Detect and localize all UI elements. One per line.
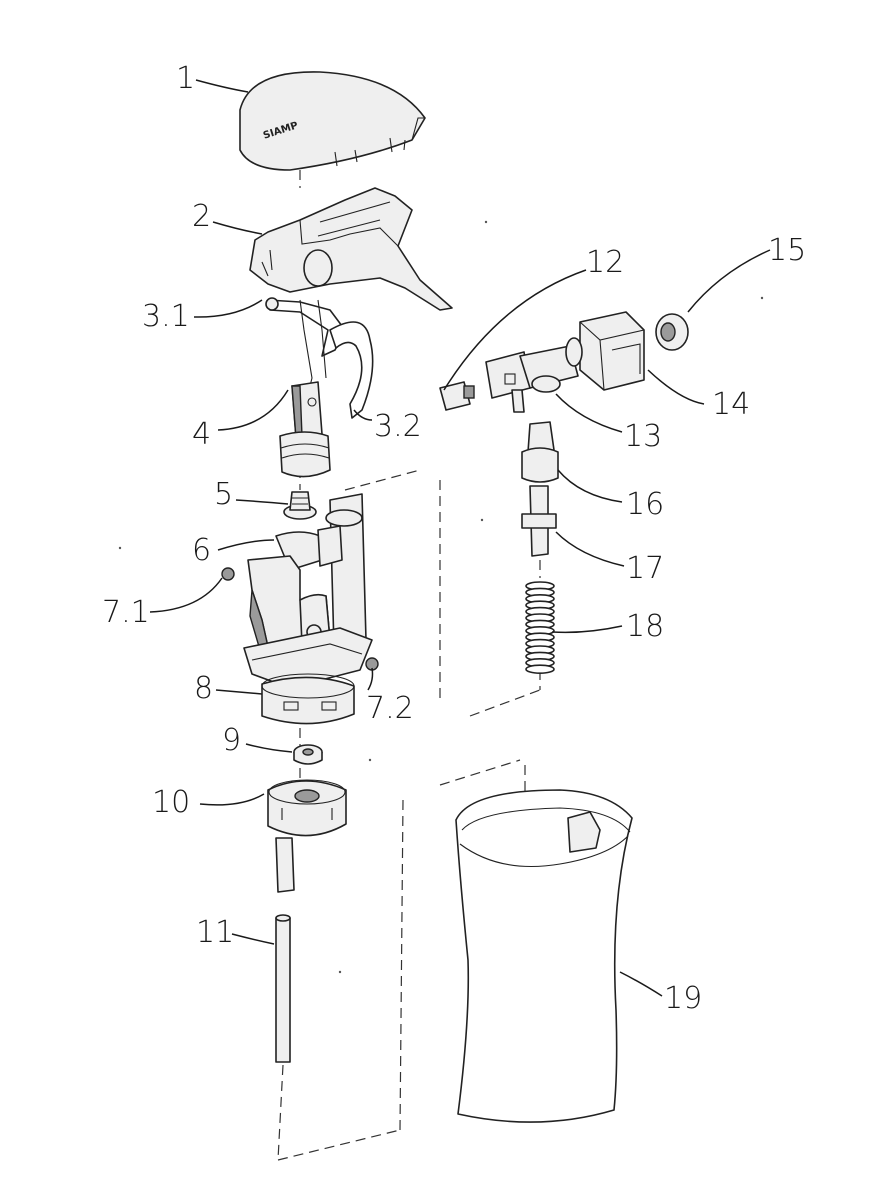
part-12-connector	[439, 381, 475, 411]
callout-label-14: 14	[712, 387, 750, 422]
callout-label-1: 1	[176, 61, 195, 96]
callout-label-2: 2	[192, 199, 211, 234]
callout-label-8: 8	[194, 671, 213, 706]
part-8-ring	[261, 673, 355, 725]
part-19-shell	[455, 789, 633, 1123]
callout-label-11: 11	[196, 915, 234, 950]
callout-label-13: 13	[624, 419, 662, 454]
part-1-cap: SIAMP	[239, 71, 426, 171]
spring-coil	[525, 664, 555, 675]
callout-label-19: 19	[664, 981, 702, 1016]
part-14-housing	[565, 311, 645, 391]
part-4-piston	[279, 381, 331, 478]
part-18-spring	[525, 581, 555, 675]
background-specks	[118, 220, 764, 974]
callout-label-9: 9	[222, 723, 241, 758]
callout-label-15: 15	[768, 233, 806, 268]
part-17-stem	[521, 485, 557, 557]
callout-label-17: 17	[626, 551, 664, 586]
callout-labels: 1 2 3.1 3.2 4 5 6 7.1 7.2 8 9 10 11 12 1…	[102, 61, 806, 1016]
part-6-7-body	[221, 493, 379, 689]
callout-label-3-1: 3.1	[142, 299, 190, 334]
part-9-washer	[293, 744, 323, 765]
callout-label-12: 12	[586, 245, 624, 280]
callout-label-18: 18	[626, 609, 664, 644]
part-5-valve	[283, 491, 317, 520]
part-16-float-valve	[521, 421, 559, 483]
callout-label-7-2: 7.2	[366, 691, 414, 726]
callout-label-6: 6	[192, 533, 211, 568]
part-10-base	[267, 779, 347, 893]
callout-label-16: 16	[626, 487, 664, 522]
callout-label-7-1: 7.1	[102, 595, 150, 630]
part-11-rod	[275, 914, 291, 1063]
part-15-nut	[655, 313, 689, 351]
callout-label-3-2: 3.2	[374, 409, 422, 444]
callout-label-10: 10	[152, 785, 190, 820]
part-2-frame	[249, 187, 453, 311]
part-13-valve-body	[485, 345, 579, 413]
callout-label-4: 4	[192, 417, 211, 452]
part-3-lever	[265, 297, 374, 419]
callout-leaders	[149, 79, 771, 997]
callout-label-5: 5	[214, 477, 233, 512]
